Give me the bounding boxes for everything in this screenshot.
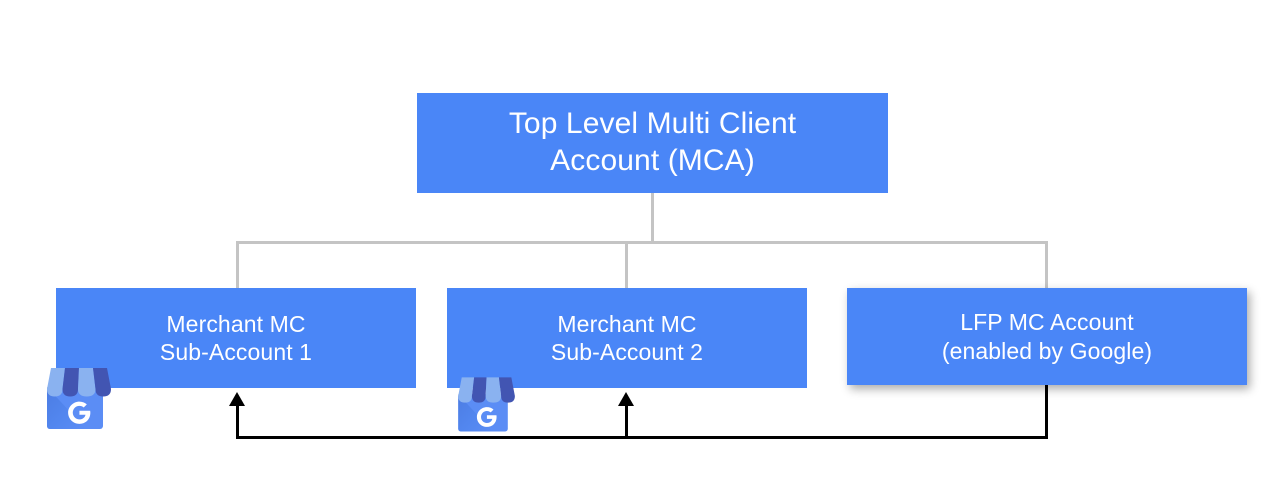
feedback-arrow-stem-merchant-2 <box>625 404 628 437</box>
node-lfp-mc-account[interactable]: LFP MC Account (enabled by Google) <box>847 288 1247 385</box>
connector-drop-lfp <box>1045 241 1048 290</box>
node-lfp-mc-account-label: LFP MC Account (enabled by Google) <box>941 309 1153 364</box>
feedback-arrowhead-merchant-2 <box>618 392 634 406</box>
feedback-arrow-horizontal-bus <box>236 436 1048 439</box>
feedback-arrow-riser-lfp <box>1045 385 1048 437</box>
feedback-arrowhead-merchant-1 <box>229 392 245 406</box>
node-merchant-sub-account-1[interactable]: Merchant MC Sub-Account 1 <box>56 288 416 388</box>
node-top-level-mca-label: Top Level Multi Client Account (MCA) <box>508 107 797 177</box>
google-my-business-icon <box>458 377 515 432</box>
node-merchant-sub-account-1-label: Merchant MC Sub-Account 1 <box>159 310 313 365</box>
node-top-level-mca[interactable]: Top Level Multi Client Account (MCA) <box>417 93 888 193</box>
node-merchant-sub-account-2-label: Merchant MC Sub-Account 2 <box>550 310 704 365</box>
connector-drop-merchant-1 <box>236 241 239 290</box>
connector-horizontal-bus <box>236 241 1048 244</box>
google-my-business-icon <box>47 368 111 429</box>
connector-mca-trunk <box>651 193 654 244</box>
connector-drop-merchant-2 <box>625 241 628 290</box>
feedback-arrow-stem-merchant-1 <box>236 404 239 437</box>
node-merchant-sub-account-2[interactable]: Merchant MC Sub-Account 2 <box>447 288 807 388</box>
